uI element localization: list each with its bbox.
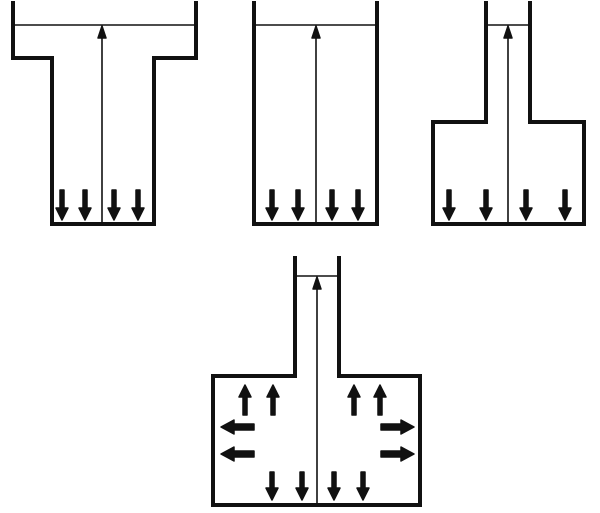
down-arrow-icon — [356, 471, 370, 501]
up-arrow-icon — [238, 384, 252, 416]
right-arrow-icon — [380, 419, 415, 435]
base-pressure-arrows — [265, 471, 370, 501]
down-arrow-icon — [55, 189, 69, 221]
down-arrow-icon — [291, 189, 305, 221]
vessel-wide-top — [11, 1, 198, 226]
ceiling-pressure-arrows — [238, 384, 387, 416]
down-arrow-icon — [325, 189, 339, 221]
down-arrow-icon — [78, 189, 92, 221]
down-arrow-icon — [107, 189, 121, 221]
side-pressure-arrows — [220, 419, 415, 462]
up-arrow-icon — [373, 384, 387, 416]
base-pressure-arrows — [265, 189, 365, 221]
vessel-wall — [11, 1, 198, 226]
down-arrow-icon — [327, 471, 341, 501]
down-arrow-icon — [519, 189, 533, 221]
left-arrow-icon — [220, 446, 255, 462]
down-arrow-icon — [558, 189, 572, 221]
down-arrow-icon — [479, 189, 493, 221]
base-pressure-arrows — [55, 189, 145, 221]
down-arrow-icon — [442, 189, 456, 221]
height-arrowhead-icon — [503, 25, 513, 39]
left-arrow-icon — [220, 419, 255, 435]
height-arrowhead-icon — [312, 276, 322, 290]
base-pressure-arrows — [442, 189, 572, 221]
down-arrow-icon — [295, 471, 309, 501]
up-arrow-icon — [266, 384, 280, 416]
down-arrow-icon — [131, 189, 145, 221]
vessel-uniform-column — [252, 1, 379, 226]
up-arrow-icon — [347, 384, 361, 416]
down-arrow-icon — [265, 471, 279, 501]
down-arrow-icon — [265, 189, 279, 221]
down-arrow-icon — [351, 189, 365, 221]
vessel-narrow-top — [431, 1, 586, 226]
height-arrowhead-icon — [97, 25, 107, 39]
vessel-closed-chamber — [211, 256, 422, 507]
height-arrowhead-icon — [311, 25, 321, 39]
right-arrow-icon — [380, 446, 415, 462]
